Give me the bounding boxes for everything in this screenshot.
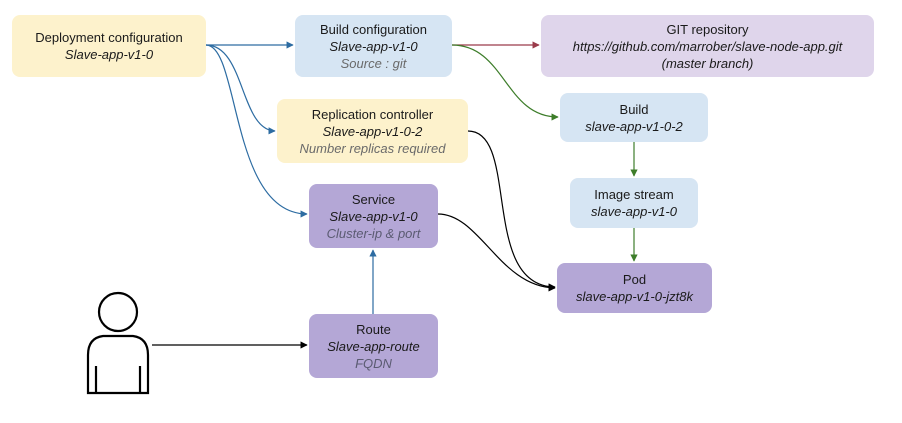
node-subtitle: (master branch)	[661, 55, 754, 71]
node-name: Slave-app-v1-0	[329, 208, 418, 224]
replication-controller-node[interactable]: Replication controller Slave-app-v1-0-2 …	[277, 99, 468, 163]
node-subtitle: Cluster-ip & port	[326, 225, 421, 241]
node-title: Deployment configuration	[35, 30, 183, 45]
arrow-deploy-to-replication-controller	[205, 44, 276, 135]
arrow-build-config-to-build	[451, 44, 559, 121]
git-repository-node[interactable]: GIT repository https://github.com/marrob…	[541, 15, 874, 77]
node-name: slave-app-v1-0-jzt8k	[575, 289, 694, 304]
node-name: slave-app-v1-0-2	[585, 118, 683, 134]
node-title: Image stream	[594, 187, 674, 202]
node-name: Slave-app-v1-0-2	[322, 123, 423, 139]
node-title: Service	[351, 191, 396, 207]
node-title: Pod	[622, 272, 647, 287]
node-name: https://github.com/marrober/slave-node-a…	[572, 38, 843, 54]
node-name: Slave-app-v1-0	[329, 38, 418, 54]
node-title: Build configuration	[320, 21, 427, 37]
build-node[interactable]: Build slave-app-v1-0-2	[560, 93, 708, 142]
node-subtitle: Source : git	[340, 55, 407, 71]
arrow-service-to-pod	[437, 213, 556, 292]
person-outline-icon	[86, 291, 150, 395]
node-title: GIT repository	[666, 21, 749, 37]
node-subtitle: Number replicas required	[299, 140, 446, 156]
node-subtitle: FQDN	[355, 355, 392, 371]
arrow-replication-controller-to-pod	[467, 130, 556, 291]
node-name: Slave-app-route	[327, 338, 420, 354]
service-node[interactable]: Service Slave-app-v1-0 Cluster-ip & port	[309, 184, 438, 248]
deployment-configuration-node[interactable]: Deployment configuration Slave-app-v1-0	[12, 15, 206, 77]
node-title: Build	[619, 101, 649, 117]
route-node[interactable]: Route Slave-app-route FQDN	[309, 314, 438, 378]
arrow-deploy-to-service	[205, 44, 308, 218]
image-stream-node[interactable]: Image stream slave-app-v1-0	[570, 178, 698, 228]
node-name: Slave-app-v1-0	[64, 47, 154, 62]
node-title: Replication controller	[311, 106, 434, 122]
node-name: slave-app-v1-0	[591, 204, 677, 219]
node-title: Route	[356, 321, 391, 337]
pod-node[interactable]: Pod slave-app-v1-0-jzt8k	[557, 263, 712, 313]
build-configuration-node[interactable]: Build configuration Slave-app-v1-0 Sourc…	[295, 15, 452, 77]
